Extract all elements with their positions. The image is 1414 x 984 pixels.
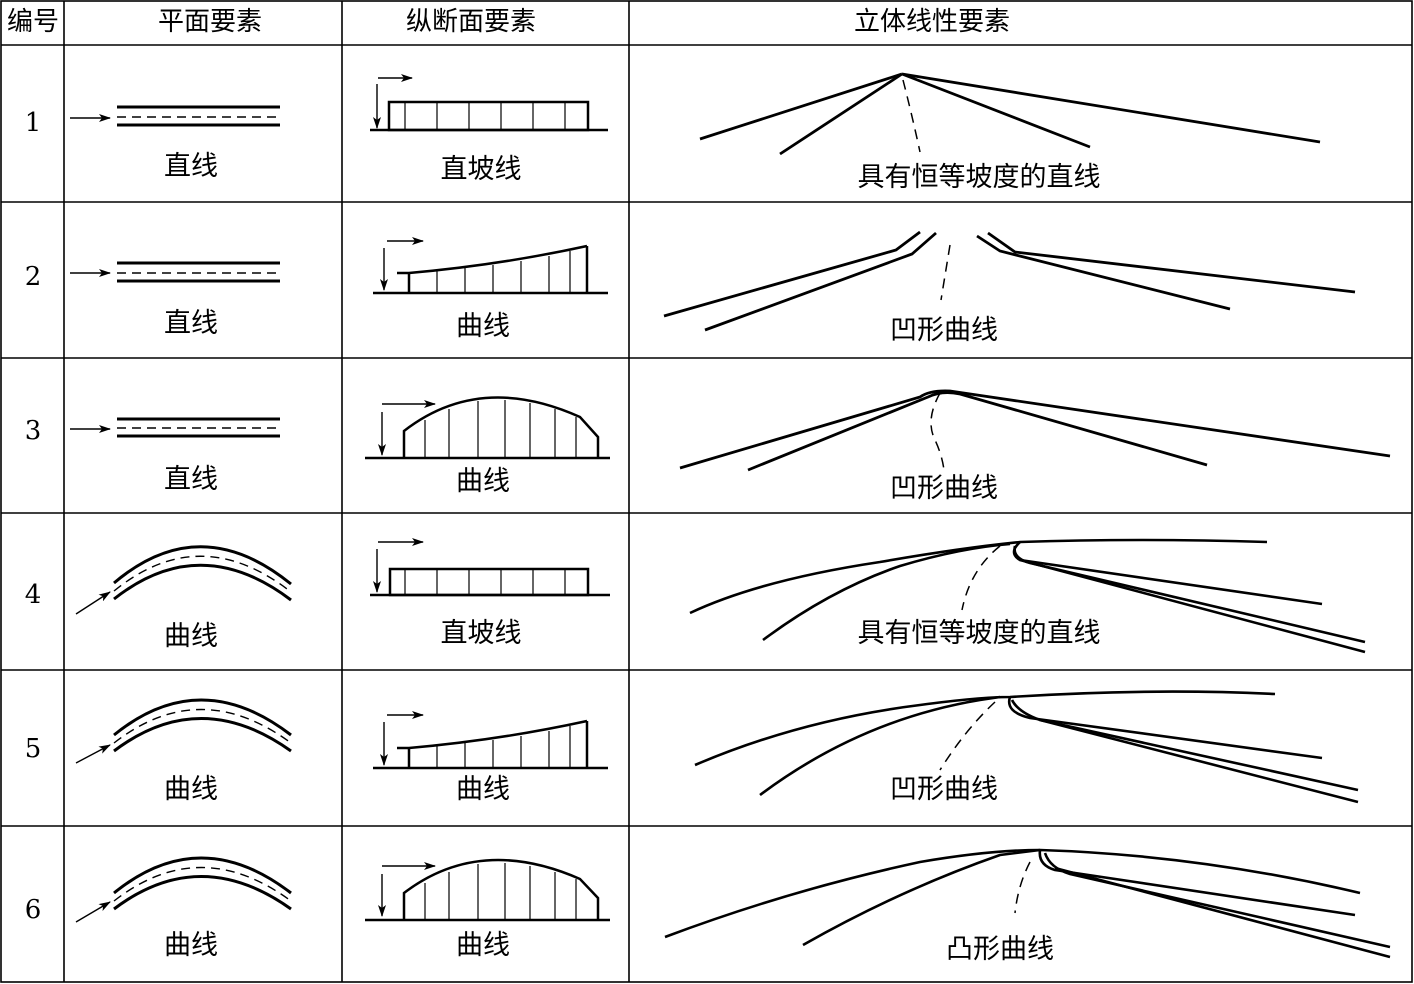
plan-label: 曲线 xyxy=(164,930,218,961)
header-spatial: 立体线性要素 xyxy=(853,7,1011,37)
spatial-crest-curve xyxy=(664,848,1391,959)
plan-curved-road xyxy=(75,856,292,923)
spatial-curved-constant-grade xyxy=(689,538,1366,654)
plan-straight-road xyxy=(70,417,280,438)
header-profile: 纵断面要素 xyxy=(405,7,537,37)
profile-label: 曲线 xyxy=(456,466,510,497)
profile-crest-curve xyxy=(365,858,610,922)
plan-label: 曲线 xyxy=(164,621,218,652)
row-number: 5 xyxy=(24,734,42,764)
spatial-label: 凸形曲线 xyxy=(946,934,1054,965)
spatial-curved-sag xyxy=(694,690,1359,804)
spatial-label: 具有恒等坡度的直线 xyxy=(857,618,1101,649)
plan-straight-road xyxy=(70,105,280,127)
header-number: 编号 xyxy=(6,7,60,37)
profile-label: 直坡线 xyxy=(440,154,522,185)
header-plan: 平面要素 xyxy=(157,7,263,37)
row-5-drawings xyxy=(75,690,1359,804)
row-number: 6 xyxy=(24,895,42,925)
profile-straight-grade xyxy=(370,538,610,597)
row-4-drawings xyxy=(75,538,1366,654)
row-3-drawings xyxy=(70,389,1391,472)
plan-label: 直线 xyxy=(164,308,218,339)
row-2-drawings xyxy=(70,230,1356,332)
plan-label: 直线 xyxy=(164,151,218,182)
spatial-label: 凹形曲线 xyxy=(890,774,998,805)
row-1-drawings xyxy=(70,72,1321,156)
profile-label: 曲线 xyxy=(456,311,510,342)
plan-curved-road xyxy=(75,545,292,615)
row-number: 4 xyxy=(24,580,42,610)
spatial-sag-curve xyxy=(679,389,1391,472)
profile-sag-curve xyxy=(373,237,608,295)
profile-sag-curve xyxy=(373,711,608,770)
plan-label: 直线 xyxy=(164,464,218,495)
row-number: 2 xyxy=(24,262,42,292)
spatial-constant-grade-line xyxy=(699,72,1321,156)
plan-straight-road xyxy=(70,261,280,283)
profile-label: 曲线 xyxy=(456,930,510,961)
plan-label: 曲线 xyxy=(164,774,218,805)
profile-label: 直坡线 xyxy=(440,618,522,649)
row-number: 3 xyxy=(24,416,42,446)
row-6-drawings xyxy=(75,848,1391,959)
spatial-label: 凹形曲线 xyxy=(890,473,998,504)
profile-label: 曲线 xyxy=(456,774,510,805)
spatial-label: 凹形曲线 xyxy=(890,315,998,346)
profile-straight-grade xyxy=(370,74,608,132)
profile-crest-curve xyxy=(365,396,610,460)
plan-curved-road xyxy=(75,698,292,764)
row-number: 1 xyxy=(24,108,42,138)
spatial-sag-curve xyxy=(663,230,1356,332)
spatial-label: 具有恒等坡度的直线 xyxy=(857,162,1101,193)
